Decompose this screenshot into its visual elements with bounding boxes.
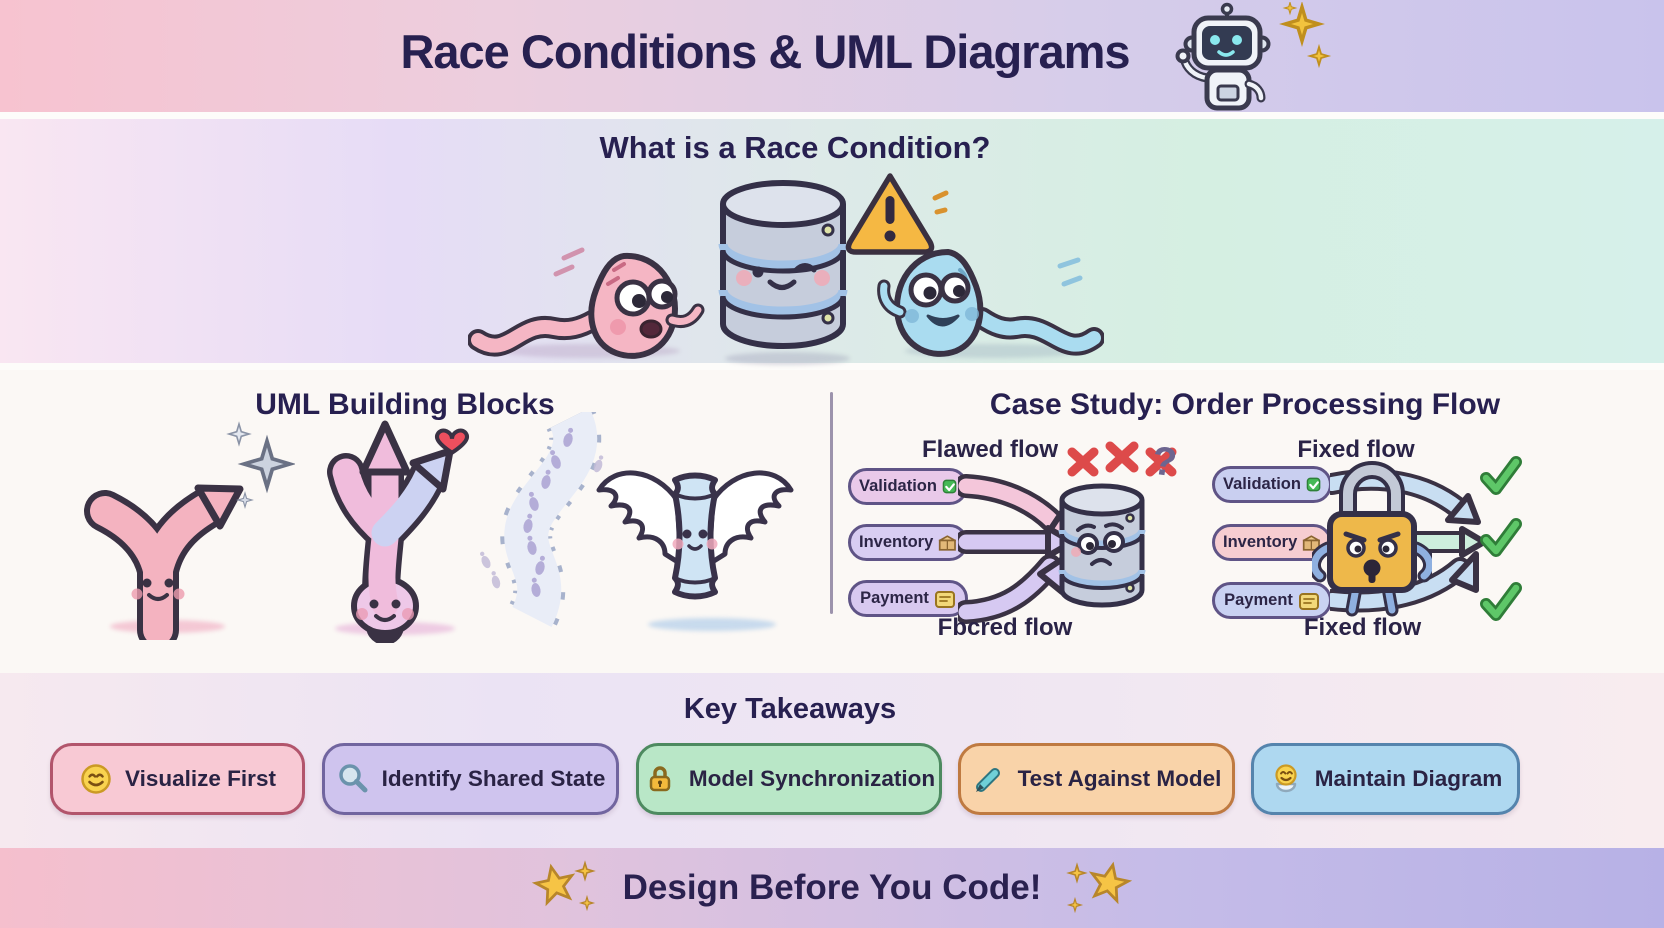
fixed-flow-bottom-label: Fixed flow bbox=[1303, 614, 1422, 641]
footer-band: Design Before You Code! bbox=[0, 848, 1664, 928]
race-condition-section: What is a Race Condition? bbox=[0, 112, 1664, 370]
flawed-step-inventory: Inventory bbox=[848, 524, 968, 561]
fork-arrow-icon bbox=[84, 484, 244, 640]
takeaway-label: Identify Shared State bbox=[381, 766, 606, 791]
header-band: Race Conditions & UML Diagrams bbox=[0, 0, 1664, 112]
flawed-step-validation: Validation bbox=[848, 468, 968, 505]
angry-padlock-icon bbox=[1312, 461, 1432, 617]
page-title: Race Conditions & UML Diagrams bbox=[400, 25, 1130, 78]
middle-section: UML Building Blocks Case Study: Order Pr… bbox=[0, 370, 1664, 673]
shadow bbox=[725, 352, 850, 365]
section-divider bbox=[830, 392, 833, 614]
smiley-icon bbox=[81, 764, 111, 794]
trident-arrow-icon bbox=[327, 420, 470, 643]
banknote-icon bbox=[1298, 592, 1319, 610]
flawed-inventory-label: Inventory bbox=[859, 533, 934, 551]
question-mark: ? bbox=[1149, 438, 1180, 486]
takeaway-identify-shared-state: Identify Shared State bbox=[322, 743, 619, 815]
takeaway-maintain-diagram: Maintain Diagram bbox=[1251, 743, 1520, 815]
takeaway-visualize-first: Visualize First bbox=[50, 743, 305, 815]
flawed-step-payment: Payment bbox=[848, 580, 968, 617]
flawed-payment-label: Payment bbox=[860, 589, 929, 607]
takeaway-label: Visualize First bbox=[125, 766, 276, 791]
blue-thread-character-icon bbox=[877, 248, 1104, 357]
fixed-payment-label: Payment bbox=[1224, 591, 1293, 609]
worried-database-icon bbox=[1058, 483, 1146, 608]
check-badge-icon bbox=[1306, 477, 1321, 492]
takeaway-test-against-model: Test Against Model bbox=[958, 743, 1235, 815]
box-icon bbox=[939, 534, 957, 551]
smiley-badge-icon bbox=[1275, 764, 1297, 793]
star-cluster-left-icon bbox=[531, 860, 596, 912]
warning-triangle-icon bbox=[845, 173, 949, 255]
x-marks-icon bbox=[1067, 441, 1177, 477]
check-marks-icon bbox=[1480, 456, 1522, 621]
star-cluster-right-icon bbox=[1066, 861, 1133, 914]
magnifier-icon bbox=[338, 764, 368, 793]
box-icon bbox=[1303, 534, 1321, 551]
check-badge-icon bbox=[942, 479, 957, 494]
winged-package-icon bbox=[596, 470, 794, 600]
fixed-step-payment: Payment bbox=[1212, 582, 1332, 619]
case-study-heading: Case Study: Order Processing Flow bbox=[989, 388, 1501, 421]
fixed-inventory-label: Inventory bbox=[1223, 533, 1298, 551]
footer-slogan: Design Before You Code! bbox=[622, 868, 1042, 907]
banknote-icon bbox=[934, 590, 955, 608]
lock-icon bbox=[649, 766, 671, 792]
sparkle-diamond-icon bbox=[226, 421, 295, 509]
fixed-flow-top-label: Fixed flow bbox=[1297, 436, 1415, 463]
race-section-heading: What is a Race Condition? bbox=[599, 130, 991, 165]
database-icon bbox=[718, 180, 848, 349]
footprint-path-icon bbox=[479, 412, 604, 627]
flawed-validation-label: Validation bbox=[859, 477, 937, 495]
shadow bbox=[648, 618, 776, 631]
takeaways-section: Key Takeaways Visualize First Identify S… bbox=[0, 673, 1664, 848]
pen-icon bbox=[975, 768, 1000, 792]
robot-mascot-icon bbox=[1175, 2, 1332, 111]
sparkle-stars-icon bbox=[1279, 2, 1332, 69]
takeaway-label: Test Against Model bbox=[1017, 766, 1222, 791]
takeaway-label: Maintain Diagram bbox=[1314, 766, 1503, 791]
takeaway-label: Model Synchronization bbox=[688, 766, 936, 791]
takeaways-heading: Key Takeaways bbox=[683, 693, 897, 725]
pink-thread-character-icon bbox=[468, 247, 705, 359]
flawed-flow-bottom-label: Fbcred flow bbox=[937, 614, 1073, 641]
takeaway-model-synchronization: Model Synchronization bbox=[636, 743, 942, 815]
flawed-flow-top-label: Flawed flow bbox=[921, 436, 1058, 463]
fixed-validation-label: Validation bbox=[1223, 475, 1301, 493]
uml-section-heading: UML Building Blocks bbox=[255, 388, 555, 421]
